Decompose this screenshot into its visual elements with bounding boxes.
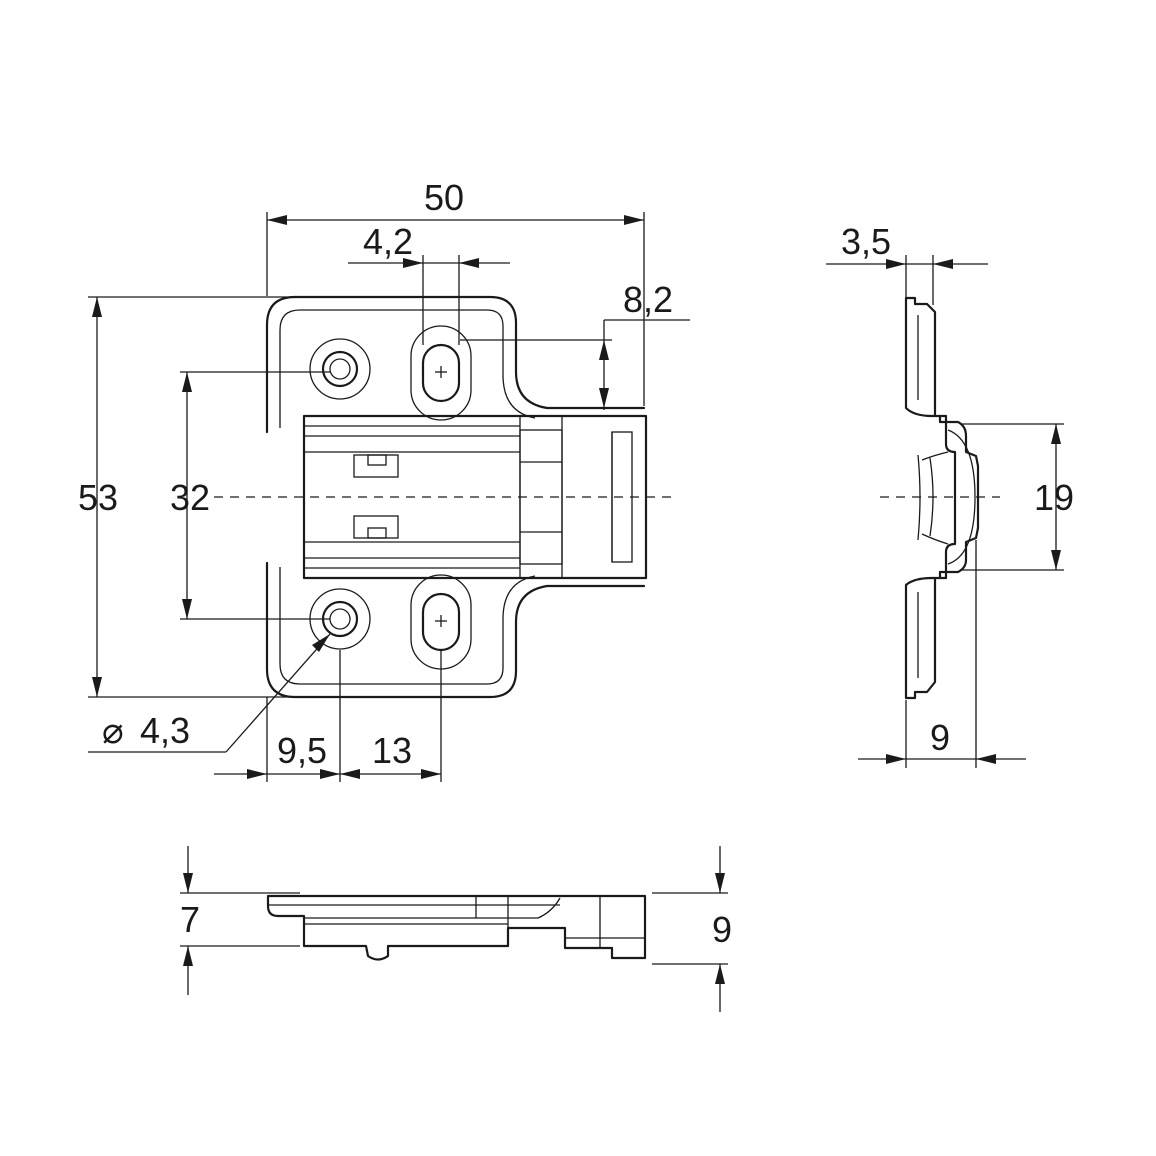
screw-hole-top — [321, 350, 359, 388]
slot-hole-top — [421, 343, 461, 403]
screw-hole-bottom-inner — [329, 608, 351, 630]
dim-label-19: 19 — [1034, 477, 1074, 518]
dim-label-4-3: 4,3 — [140, 710, 190, 751]
dim-label-9-bottom: 9 — [712, 909, 732, 950]
dimension-labels: 50 4,2 8,2 53 32 ⌀ 4,3 9,5 13 3,5 19 9 7… — [78, 177, 1074, 950]
front-dimensions — [88, 212, 690, 782]
dim-label-7: 7 — [180, 899, 200, 940]
side-profile-outline — [904, 296, 980, 700]
body-slot-tab — [367, 527, 387, 539]
dim-label-9-side: 9 — [930, 717, 950, 758]
body-slot-tab — [367, 454, 387, 466]
dim-label-53: 53 — [78, 477, 118, 518]
side-view — [880, 296, 1000, 700]
dim-label-9-5: 9,5 — [277, 730, 327, 771]
screw-hole-top-outer — [309, 338, 371, 400]
slot-hole-top-outer — [410, 325, 472, 421]
side-profile-inner — [917, 315, 976, 678]
side-dimensions — [826, 255, 1064, 768]
dim-label-4-2: 4,2 — [363, 221, 413, 262]
body-slot — [353, 515, 399, 539]
bottom-line — [508, 897, 561, 919]
dim-label-13: 13 — [372, 730, 412, 771]
bottom-dimensions — [180, 846, 728, 1012]
upper-plate-outline — [265, 295, 646, 434]
bottom-view — [266, 894, 647, 961]
dim-label-8-2: 8,2 — [623, 279, 673, 320]
lower-plate-rim — [279, 567, 536, 685]
dim-label-50: 50 — [424, 177, 464, 218]
body-slot — [353, 454, 399, 478]
diameter-symbol: ⌀ — [102, 710, 124, 751]
dim-label-3-5: 3,5 — [841, 221, 891, 262]
front-view — [214, 295, 678, 699]
bottom-profile-outline — [266, 894, 647, 961]
upper-plate-rim — [279, 309, 536, 428]
lower-plate-outline — [265, 561, 646, 699]
screw-hole-top-inner — [329, 358, 351, 380]
dim-label-32: 32 — [170, 477, 210, 518]
